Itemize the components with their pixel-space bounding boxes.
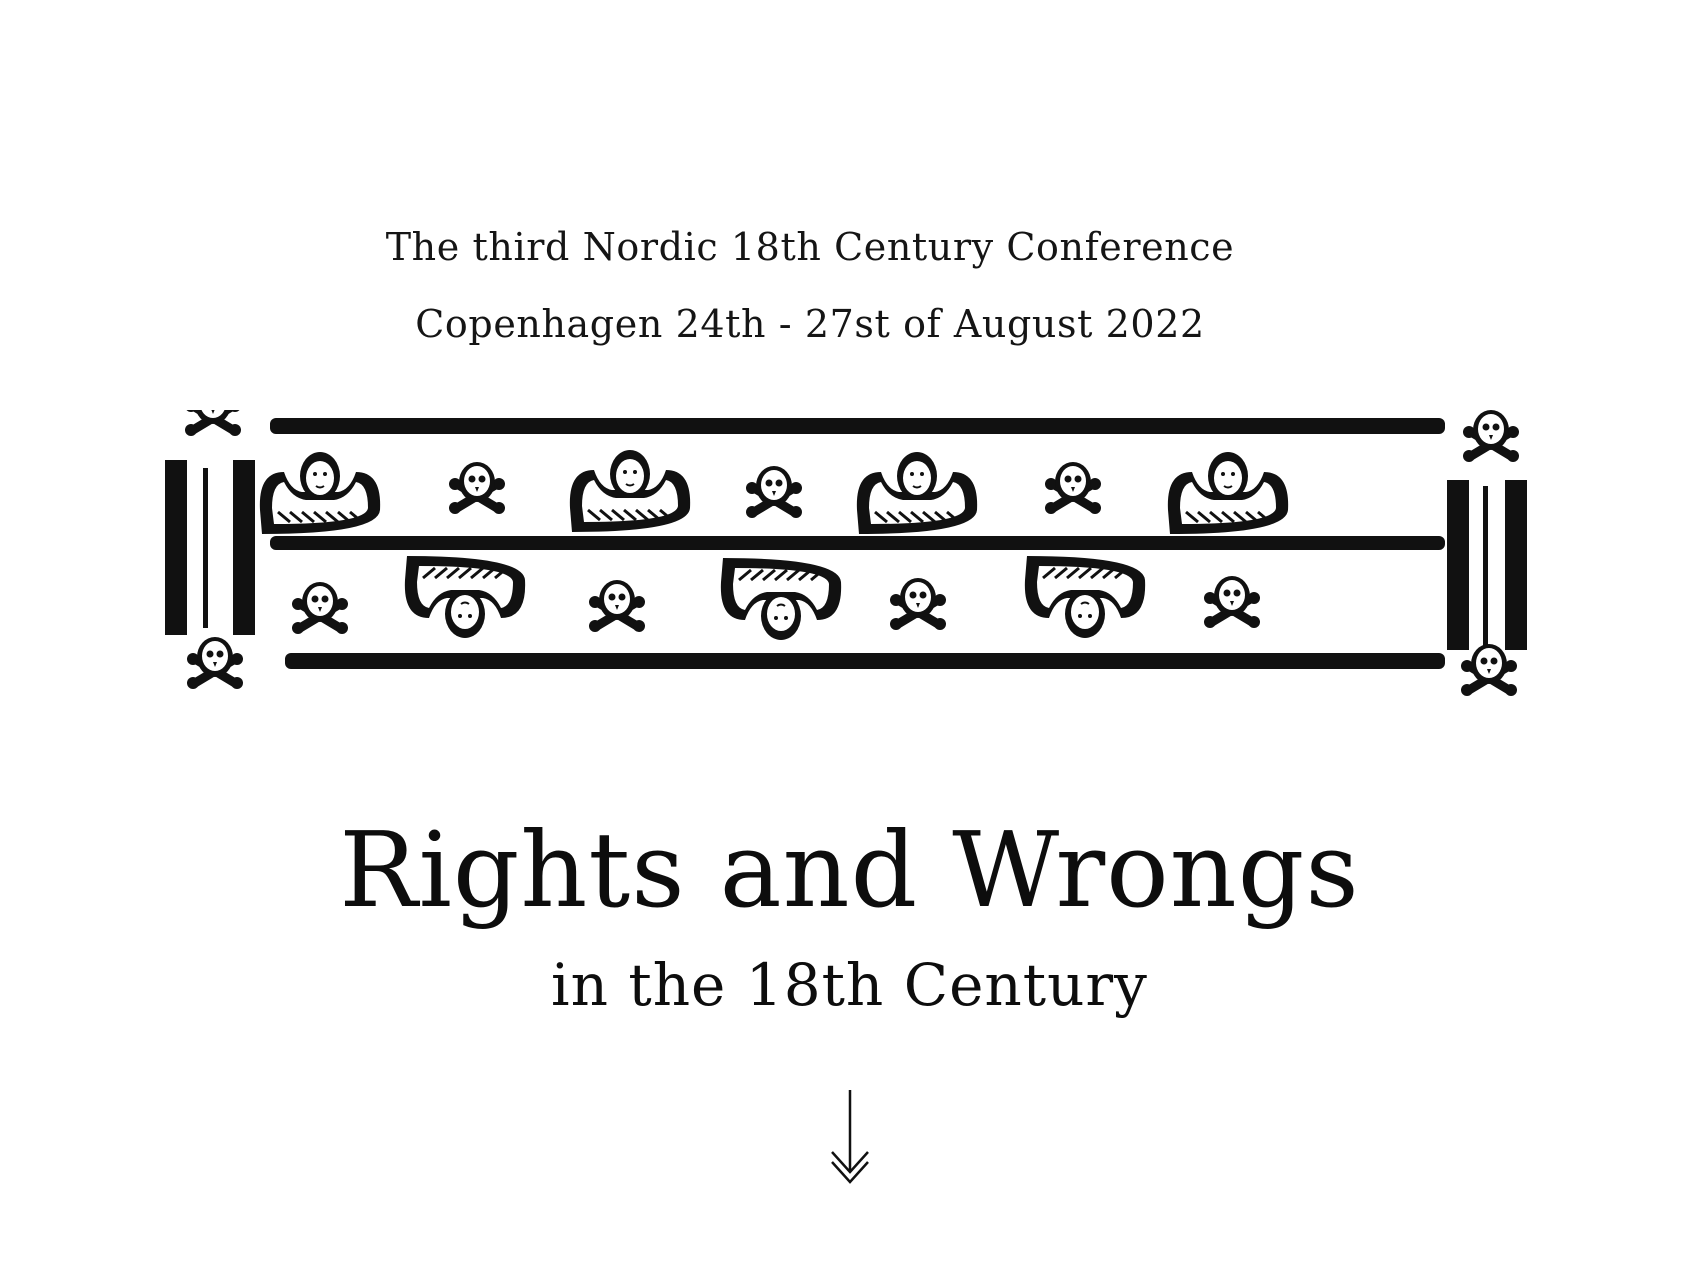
conference-name: The third Nordic 18th Century Conference xyxy=(385,225,1235,269)
page-subtitle: in the 18th Century xyxy=(551,951,1148,1019)
conference-dates: Copenhagen 24th - 27st of August 2022 xyxy=(415,302,1205,346)
down-arrow-icon[interactable] xyxy=(828,1088,872,1184)
woodcut-ornament-icon xyxy=(165,410,1527,780)
page-title: Rights and Wrongs xyxy=(339,809,1360,931)
